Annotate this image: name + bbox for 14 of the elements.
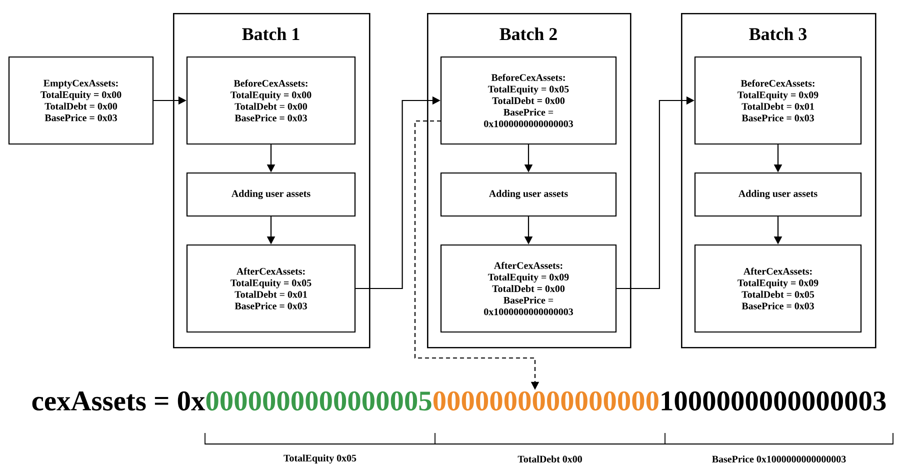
process-box: Adding user assets bbox=[440, 172, 617, 217]
process-box: EmptyCexAssets: TotalEquity = 0x00 TotalDebt = 0x00 BasePrice = 0x03 bbox=[8, 56, 154, 145]
process-box: AfterCexAssets: TotalEquity = 0x09 TotalDebt = 0x05 BasePrice = 0x03 bbox=[694, 244, 862, 333]
process-box: Adding user assets bbox=[694, 172, 862, 217]
process-box: BeforeCexAssets: TotalEquity = 0x05 TotalDebt = 0x00 BasePrice = 0x1000000000000003 bbox=[440, 56, 617, 145]
process-box: Adding user assets bbox=[186, 172, 356, 217]
value-text: cexAssets = 0x000000000000000500000000000000001000000000000003 bbox=[32, 391, 886, 411]
process-box: AfterCexAssets: TotalEquity = 0x09 TotalDebt = 0x00 BasePrice = 0x1000000000000003 bbox=[440, 244, 617, 333]
segment-label: TotalDebt 0x00 bbox=[518, 455, 582, 462]
process-box: BeforeCexAssets: TotalEquity = 0x09 TotalDebt = 0x01 BasePrice = 0x03 bbox=[694, 56, 862, 145]
segment-label: TotalEquity 0x05 bbox=[284, 454, 356, 464]
process-box: AfterCexAssets: TotalEquity = 0x05 TotalDebt = 0x01 BasePrice = 0x03 bbox=[186, 244, 356, 333]
process-box: BeforeCexAssets: TotalEquity = 0x00 TotalDebt = 0x00 BasePrice = 0x03 bbox=[186, 56, 356, 145]
segment-label: BasePrice 0x1000000000000003 bbox=[712, 455, 846, 462]
